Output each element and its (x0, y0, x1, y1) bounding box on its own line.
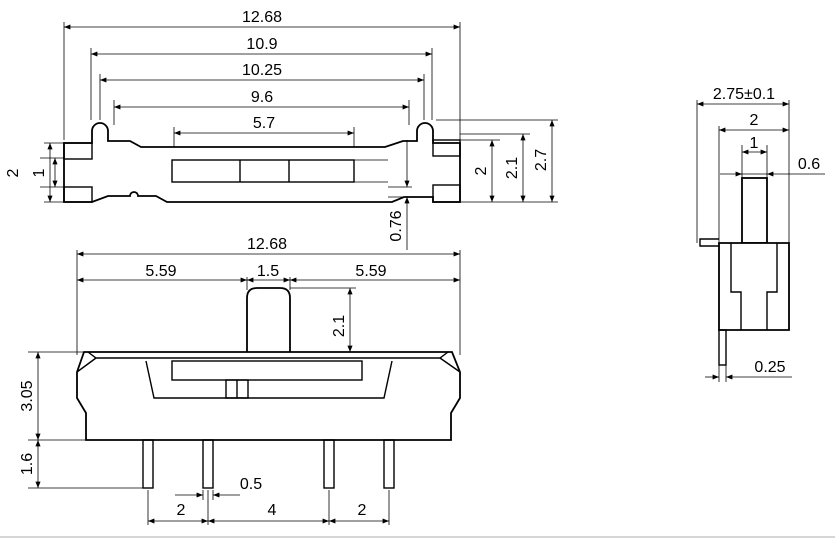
dim-overall-top: 12.68 (242, 9, 282, 26)
top-view: 12.68 10.9 10.25 9.6 5.7 2 1 2 2.1 2.7 0… (5, 9, 558, 250)
dim-actuator-2-1: 2.1 (331, 315, 348, 337)
top-view-body (63, 122, 461, 203)
pin-3 (323, 439, 335, 489)
dim-right-2-7: 2.7 (533, 149, 550, 171)
right-terminal-top (432, 139, 461, 157)
pin-1 (142, 439, 154, 489)
dim-overall-front: 12.68 (247, 236, 287, 253)
dim-left-5-59: 5.59 (145, 263, 176, 280)
dim-side-0-25: 0.25 (754, 359, 785, 376)
dim-1-5: 1.5 (257, 263, 279, 280)
actuator-slot (171, 159, 355, 183)
right-terminal-bottom (432, 184, 461, 203)
front-view-body (76, 351, 461, 441)
dim-right-2: 2 (473, 166, 490, 175)
pin-4 (383, 439, 395, 489)
side-view-body (718, 242, 790, 331)
dim-0-5: 0.5 (240, 476, 262, 493)
dim-left-2: 2 (5, 168, 22, 177)
dim-pitch-2-right: 2 (358, 502, 367, 519)
dim-9-6: 9.6 (251, 89, 273, 106)
dim-left-1: 1 (31, 168, 48, 177)
slider-window (171, 360, 363, 381)
dim-2-75-tol: 2.75±0.1 (713, 86, 775, 103)
side-pin (718, 329, 727, 366)
dim-side-1: 1 (750, 135, 759, 152)
front-view: 12.68 5.59 1.5 5.59 2.1 3.05 1.6 0.5 2 4… (19, 236, 461, 525)
dim-10-9: 10.9 (246, 36, 277, 53)
left-terminal-bottom (63, 186, 93, 203)
pin-2 (202, 439, 214, 489)
dim-5-7: 5.7 (253, 115, 275, 132)
side-actuator (741, 177, 768, 244)
dim-pitch-4: 4 (268, 502, 277, 519)
dim-1-6: 1.6 (19, 453, 36, 475)
dim-10-25: 10.25 (242, 62, 282, 79)
dim-0-76: 0.76 (388, 210, 405, 241)
left-terminal-top (63, 142, 93, 160)
slider-actuator (246, 287, 291, 352)
dim-side-2: 2 (750, 112, 759, 129)
dim-right-5-59: 5.59 (355, 263, 386, 280)
dim-right-2-1: 2.1 (504, 157, 521, 179)
side-view: 2.75±0.1 2 1 0.6 0.25 (696, 86, 825, 382)
dim-3-05: 3.05 (19, 380, 36, 411)
dim-pitch-2-left: 2 (177, 502, 186, 519)
dim-side-0-6: 0.6 (798, 156, 820, 173)
